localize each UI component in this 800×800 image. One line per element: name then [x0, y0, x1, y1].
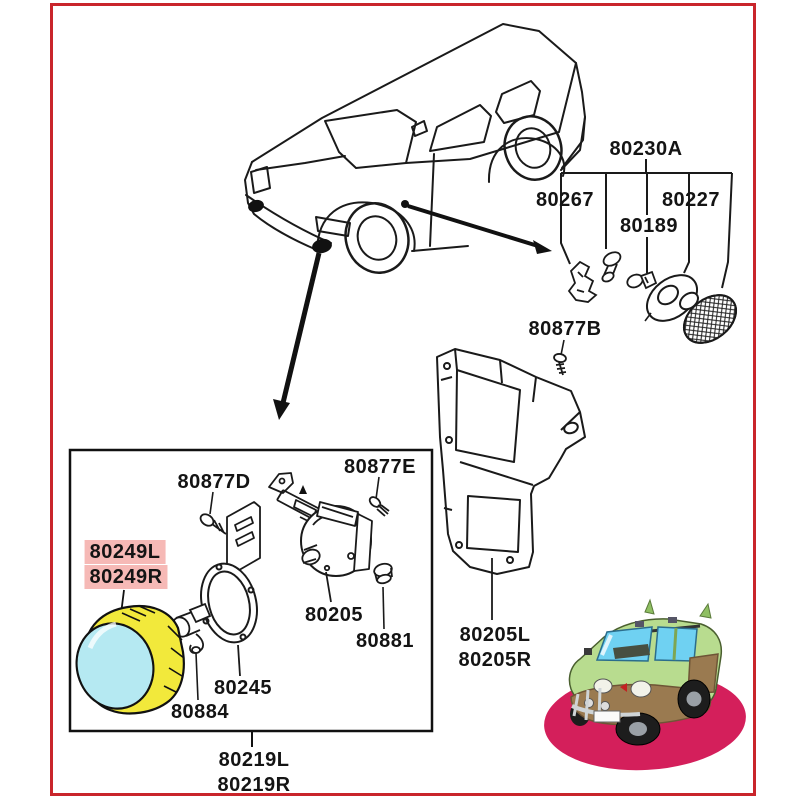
part-label-80249L: 80249L — [84, 540, 166, 564]
part-label-80877B: 80877B — [528, 318, 602, 340]
side-bracket-drawing — [436, 348, 586, 620]
vehicle-sketch — [244, 23, 586, 274]
screw-80877B-drawing — [553, 339, 567, 376]
part-label-80249R: 80249R — [84, 565, 168, 589]
part-label-80189: 80189 — [617, 215, 681, 237]
corner-lamp-bulb-drawing — [626, 270, 658, 290]
fog-lamp-lens — [75, 622, 155, 710]
part-label-80267: 80267 — [535, 189, 595, 211]
corner-lamp-lens-drawing — [679, 291, 737, 344]
corner-lamp-clip-drawing — [567, 260, 598, 303]
part-label-80219L: 80219L — [218, 749, 290, 771]
part-label-80205: 80205 — [304, 604, 364, 626]
part-label-80205R: 80205R — [458, 649, 532, 671]
arrow-to-fog-lamp-box — [273, 252, 322, 420]
part-label-80877E: 80877E — [344, 456, 416, 478]
screw-80877D-drawing — [199, 491, 227, 535]
grommet-80881-drawing — [373, 562, 393, 630]
screw-80877E-drawing — [368, 476, 390, 517]
leader-80205 — [325, 571, 332, 603]
fog-lamp-location-dots — [248, 199, 409, 254]
gasket-80245-drawing — [200, 562, 258, 677]
part-label-80245: 80245 — [213, 677, 273, 699]
part-label-80227: 80227 — [661, 189, 721, 211]
part-label-80219R: 80219R — [217, 774, 291, 796]
part-label-80205L: 80205L — [459, 624, 531, 646]
corner-lamp-group-lines — [560, 159, 733, 289]
bulb-holder-80884-drawing — [171, 602, 212, 701]
part-label-80230A: 80230A — [609, 138, 683, 160]
part-label-80881: 80881 — [355, 630, 415, 652]
arrow-to-corner-lamp-parts — [407, 204, 552, 254]
corner-lamp-rivet-drawing — [601, 251, 622, 283]
part-label-80884: 80884 — [170, 701, 230, 723]
part-label-80877D: 80877D — [177, 471, 251, 493]
fog-lamp-drawing — [75, 589, 185, 715]
mascot-car-illustration — [544, 598, 746, 771]
